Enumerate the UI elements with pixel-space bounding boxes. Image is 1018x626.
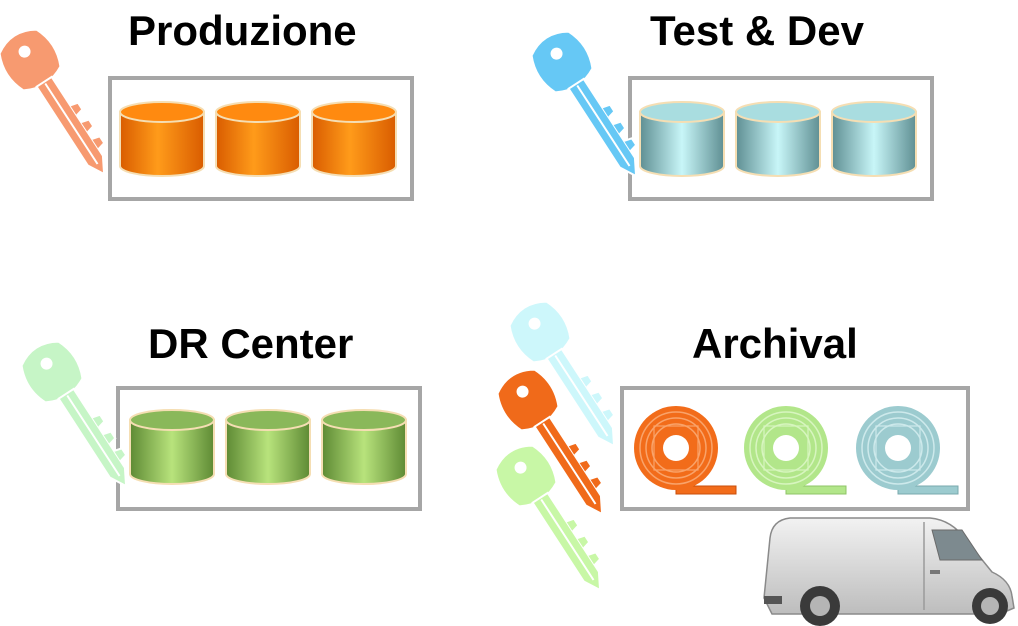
archival-tape-3 xyxy=(856,406,959,495)
test-dev-disk-2 xyxy=(735,101,821,177)
production-key-icon xyxy=(0,28,106,176)
archival-tape-1 xyxy=(634,406,737,495)
archival-key-icon-2 xyxy=(496,368,604,516)
dr-center-disk-3 xyxy=(321,409,407,485)
dr-center-disk-1 xyxy=(129,409,215,485)
production-disk-3 xyxy=(311,101,397,177)
archival-key-icon-3 xyxy=(494,444,602,592)
dr-center-key-icon xyxy=(20,340,128,488)
production-title: Produzione xyxy=(128,7,357,54)
test-dev-key-icon xyxy=(530,30,638,178)
production-disk-2 xyxy=(215,101,301,177)
dr-center-title: DR Center xyxy=(148,320,354,367)
archival-key-icon-1 xyxy=(508,300,616,448)
test-dev-title: Test & Dev xyxy=(650,7,864,54)
van-icon xyxy=(763,517,1015,626)
test-dev-disk-3 xyxy=(831,101,917,177)
production-disk-1 xyxy=(119,101,205,177)
dr-center-disk-2 xyxy=(225,409,311,485)
test-dev-disk-1 xyxy=(639,101,725,177)
archival-title: Archival xyxy=(692,320,858,367)
archival-tape-2 xyxy=(744,406,847,495)
